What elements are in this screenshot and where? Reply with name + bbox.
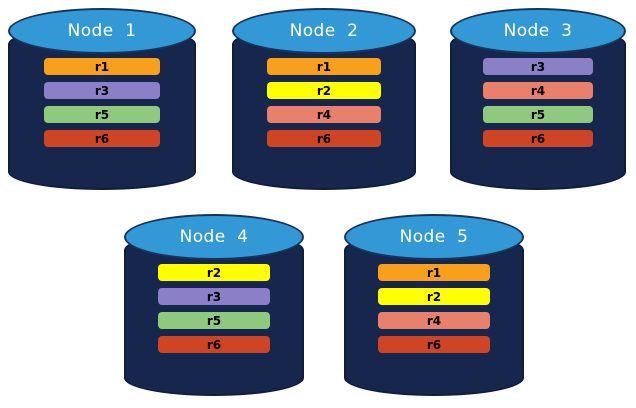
replica-label: r6 <box>94 131 110 146</box>
replica-label: r6 <box>530 131 546 146</box>
replica-bar[interactable]: r6 <box>266 130 382 147</box>
replica-bar[interactable]: r3 <box>483 58 593 75</box>
replica-bar[interactable]: r6 <box>378 336 490 353</box>
replica-bar[interactable]: r1 <box>378 264 490 281</box>
replica-label: r3 <box>94 83 110 98</box>
replica-bar[interactable]: r3 <box>158 288 270 305</box>
node-title: Node 3 <box>503 20 573 41</box>
replica-bar[interactable]: r5 <box>43 106 161 123</box>
node-lid: Node 2 <box>232 8 416 54</box>
replica-label: r1 <box>426 265 442 280</box>
replica-label: r5 <box>530 107 546 122</box>
node-title: Node 1 <box>67 20 137 41</box>
database-node-cylinder[interactable]: r3 r4 r5 r6 Node 3 <box>450 8 626 190</box>
replica-label: r3 <box>530 59 546 74</box>
replica-label: r2 <box>206 265 222 280</box>
replica-bar[interactable]: r4 <box>266 106 382 123</box>
replica-bar[interactable]: r6 <box>158 336 270 353</box>
replica-list: r1 r2 r4 r6 <box>344 264 524 353</box>
replica-bar[interactable]: r2 <box>158 264 270 281</box>
replica-bar[interactable]: r3 <box>43 82 161 99</box>
node-lid: Node 4 <box>124 214 304 260</box>
replica-label: r4 <box>426 313 442 328</box>
replica-bar[interactable]: r6 <box>483 130 593 147</box>
replica-label: r6 <box>426 337 442 352</box>
replica-list: r3 r4 r5 r6 <box>450 58 626 147</box>
replica-list: r1 r2 r4 r6 <box>232 58 416 147</box>
replica-label: r2 <box>426 289 442 304</box>
replica-label: r6 <box>206 337 222 352</box>
database-node-cylinder[interactable]: r1 r2 r4 r6 Node 2 <box>232 8 416 190</box>
replica-bar[interactable]: r2 <box>378 288 490 305</box>
replica-label: r1 <box>94 59 110 74</box>
node-lid: Node 5 <box>344 214 524 260</box>
database-node-cylinder[interactable]: r2 r3 r5 r6 Node 4 <box>124 214 304 396</box>
replica-label: r2 <box>316 83 332 98</box>
node-title: Node 5 <box>399 226 469 247</box>
replica-bar[interactable]: r1 <box>266 58 382 75</box>
database-node-cylinder[interactable]: r1 r2 r4 r6 Node 5 <box>344 214 524 396</box>
node-title: Node 2 <box>289 20 359 41</box>
replica-bar[interactable]: r1 <box>43 58 161 75</box>
replica-label: r4 <box>530 83 546 98</box>
node-lid: Node 3 <box>450 8 626 54</box>
replica-label: r1 <box>316 59 332 74</box>
replica-bar[interactable]: r5 <box>158 312 270 329</box>
replica-label: r6 <box>316 131 332 146</box>
node-title: Node 4 <box>179 226 249 247</box>
replica-label: r5 <box>94 107 110 122</box>
replica-bar[interactable]: r4 <box>378 312 490 329</box>
replica-bar[interactable]: r4 <box>483 82 593 99</box>
replica-bar[interactable]: r5 <box>483 106 593 123</box>
replica-label: r4 <box>316 107 332 122</box>
replica-bar[interactable]: r2 <box>266 82 382 99</box>
node-lid: Node 1 <box>8 8 196 54</box>
database-node-cylinder[interactable]: r1 r3 r5 r6 Node 1 <box>8 8 196 190</box>
replica-label: r3 <box>206 289 222 304</box>
replica-list: r2 r3 r5 r6 <box>124 264 304 353</box>
replica-label: r5 <box>206 313 222 328</box>
replica-list: r1 r3 r5 r6 <box>8 58 196 147</box>
replica-bar[interactable]: r6 <box>43 130 161 147</box>
